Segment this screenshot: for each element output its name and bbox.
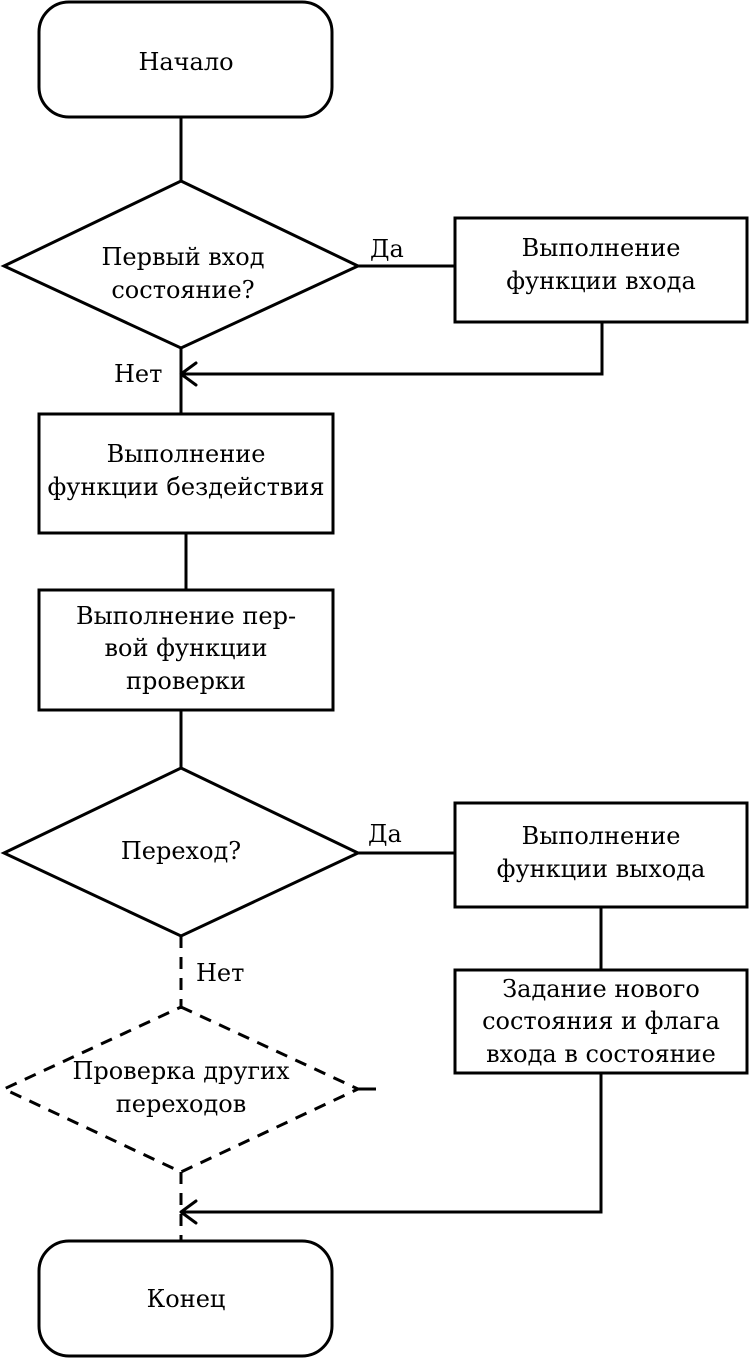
decision-transition-label: Переход? [121,837,241,865]
start-label: Начало [138,48,233,76]
check-function-label-1: Выполнение пер- [76,602,296,630]
other-transitions-label-1: Проверка других [72,1057,290,1085]
end-terminal [37,1239,334,1358]
decision-first-entry-label-2: состояние? [111,276,254,304]
exit-function-label-2: функции выхода [497,855,706,883]
set-state-box [453,968,749,1075]
start-terminal [37,0,334,119]
decision-transition [0,766,362,938]
arrowhead-return-2 [179,1199,198,1225]
no-label-2: Нет [196,959,244,987]
set-state-label-3: входа в состояние [486,1040,716,1068]
entry-function-label-1: Выполнение [522,234,681,262]
decision-other-transitions [0,1005,362,1174]
connector-setstate-end [181,1073,603,1214]
check-function-label-3: проверки [126,667,246,695]
check-function-box [37,588,335,712]
idle-function-label-2: функции бездействия [47,473,324,501]
end-label: Конец [147,1285,226,1313]
decision-first-entry-label-1: Первый вход [101,243,264,271]
exit-function-label-1: Выполнение [522,822,681,850]
other-transitions-label-2: переходов [116,1090,247,1118]
entry-function-label-2: функции входа [506,267,696,295]
entry-function-box [453,216,749,324]
exit-function-box [453,801,749,909]
no-label-1: Нет [114,360,162,388]
yes-label-1: Да [370,235,404,263]
check-function-label-2: вой функции [105,634,268,662]
connector-entry-return [181,322,604,376]
idle-function-label-1: Выполнение [107,440,266,468]
set-state-label-1: Задание нового [502,975,700,1003]
set-state-label-2: состояния и флага [482,1007,720,1035]
yes-label-2: Да [368,820,402,848]
idle-function-box [37,412,335,535]
decision-first-entry [0,179,362,350]
